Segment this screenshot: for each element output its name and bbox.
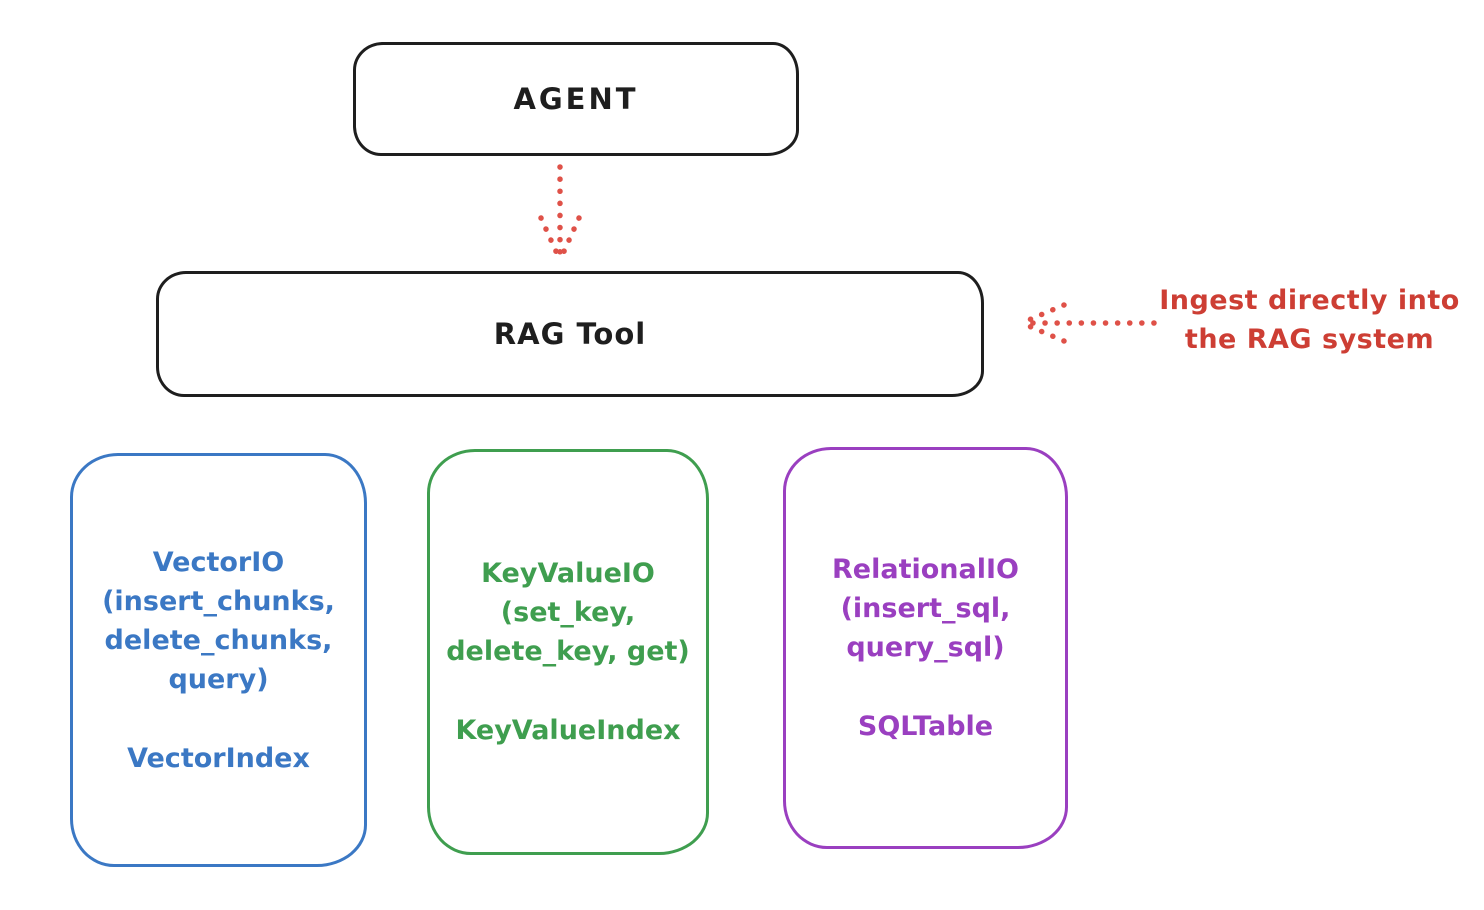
keyvalue-index-label: KeyValueIndex (455, 715, 681, 746)
rag-tool-label: RAG Tool (493, 317, 647, 351)
rag-tool-box: RAG Tool (156, 271, 984, 397)
vector-index-label: VectorIndex (127, 742, 310, 774)
annotation-to-ragtool-arrow-icon (1021, 302, 1157, 344)
ingest-annotation-line1: Ingest directly into (1159, 285, 1460, 316)
vector-io-line: delete_chunks, (104, 624, 333, 656)
keyvalue-io-box: KeyValueIO (set_key, delete_key, get) Ke… (427, 449, 709, 855)
vector-io-box: VectorIO (insert_chunks, delete_chunks, … (70, 453, 367, 867)
ingest-annotation-line2: the RAG system (1184, 324, 1435, 355)
relational-io-line: RelationalIO (832, 554, 1019, 585)
keyvalue-io-line: delete_key, get) (446, 636, 690, 667)
agent-box: AGENT (353, 42, 799, 156)
relational-io-line: (insert_sql, (840, 593, 1011, 624)
agent-to-ragtool-arrow-icon (538, 164, 582, 261)
vector-io-line: query) (168, 663, 269, 695)
vector-io-line: VectorIO (152, 546, 285, 578)
vector-io-line: (insert_chunks, (102, 585, 335, 617)
sql-table-label: SQLTable (857, 711, 994, 742)
agent-label: AGENT (513, 82, 639, 116)
relational-io-line: query_sql) (846, 632, 1005, 663)
ingest-annotation: Ingest directly into the RAG system (1135, 281, 1484, 359)
keyvalue-io-line: (set_key, (500, 597, 636, 628)
relational-io-box: RelationalIO (insert_sql, query_sql) SQL… (783, 447, 1068, 849)
keyvalue-io-line: KeyValueIO (481, 558, 655, 589)
